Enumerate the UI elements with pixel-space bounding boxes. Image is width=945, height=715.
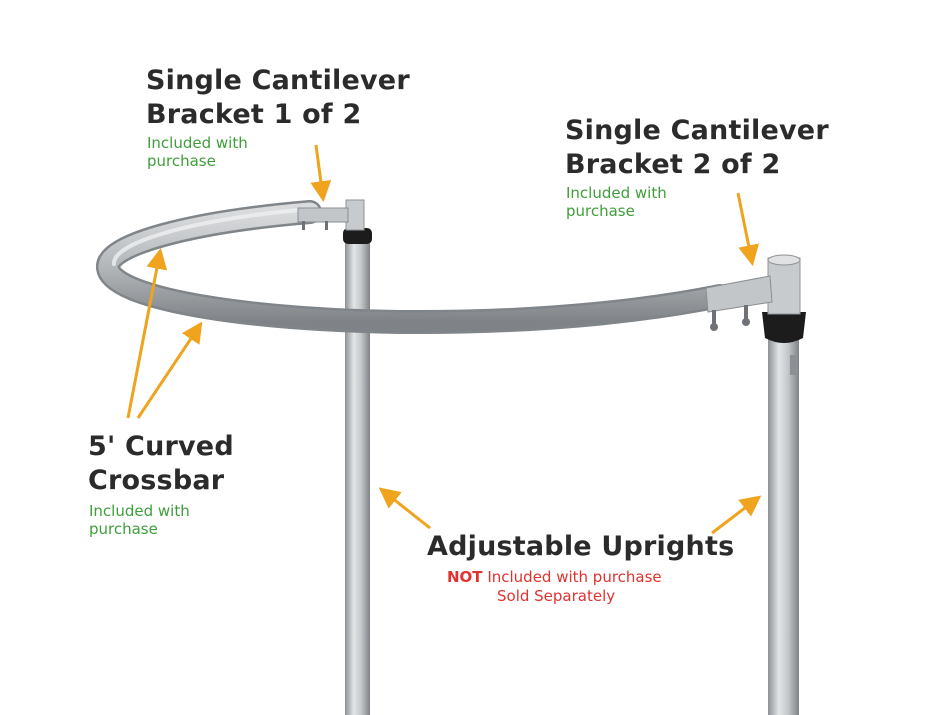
cantilever-bracket-2	[705, 275, 773, 331]
bracket-2-title-line-1: Single Cantilever	[565, 115, 829, 146]
curved-crossbar	[96, 200, 732, 335]
crossbar-title-line-2: Crossbar	[88, 465, 225, 496]
bracket-1-note-line-2: purchase	[147, 152, 216, 170]
crossbar-note: Included with purchase	[89, 502, 190, 538]
crossbar-title: 5' Curved Crossbar	[88, 430, 234, 498]
bracket-2-note-line-2: purchase	[566, 202, 635, 220]
arrow-upright-left	[378, 487, 431, 530]
bracket-2-note: Included with purchase	[566, 184, 667, 220]
cantilever-bracket-1	[297, 207, 349, 230]
uprights-not-text: NOT	[447, 568, 483, 586]
uprights-note-line-1: NOT Included with purchase	[447, 568, 662, 586]
crossbar-note-line-2: purchase	[89, 520, 158, 538]
arrow-bracket-2	[736, 192, 759, 267]
arrow-bracket-1	[310, 144, 332, 203]
bracket-2-title-line-2: Bracket 2 of 2	[565, 149, 781, 180]
uprights-note-line-2: Sold Separately	[497, 587, 616, 605]
uprights-note-rest: Included with purchase	[482, 568, 662, 586]
uprights-title: Adjustable Uprights	[427, 531, 735, 562]
annotation-arrows	[126, 144, 762, 535]
arrow-crossbar-lower	[136, 321, 203, 419]
arrow-upright-right	[711, 495, 762, 535]
bracket-2-note-line-1: Included with	[566, 184, 667, 202]
bracket-1-title-line-1: Single Cantilever	[146, 65, 410, 96]
bracket-1-title-line-2: Bracket 1 of 2	[146, 99, 362, 130]
bracket-1-title: Single Cantilever Bracket 1 of 2	[146, 64, 410, 132]
bracket-1-note: Included with purchase	[147, 134, 248, 170]
arrow-crossbar-upper	[126, 247, 168, 419]
crossbar-note-line-1: Included with	[89, 502, 190, 520]
bracket-2-title: Single Cantilever Bracket 2 of 2	[565, 114, 829, 182]
left-upright-pole	[343, 199, 372, 715]
crossbar-title-line-1: 5' Curved	[88, 431, 234, 462]
right-upright-pole	[762, 254, 806, 715]
bracket-1-note-line-1: Included with	[147, 134, 248, 152]
